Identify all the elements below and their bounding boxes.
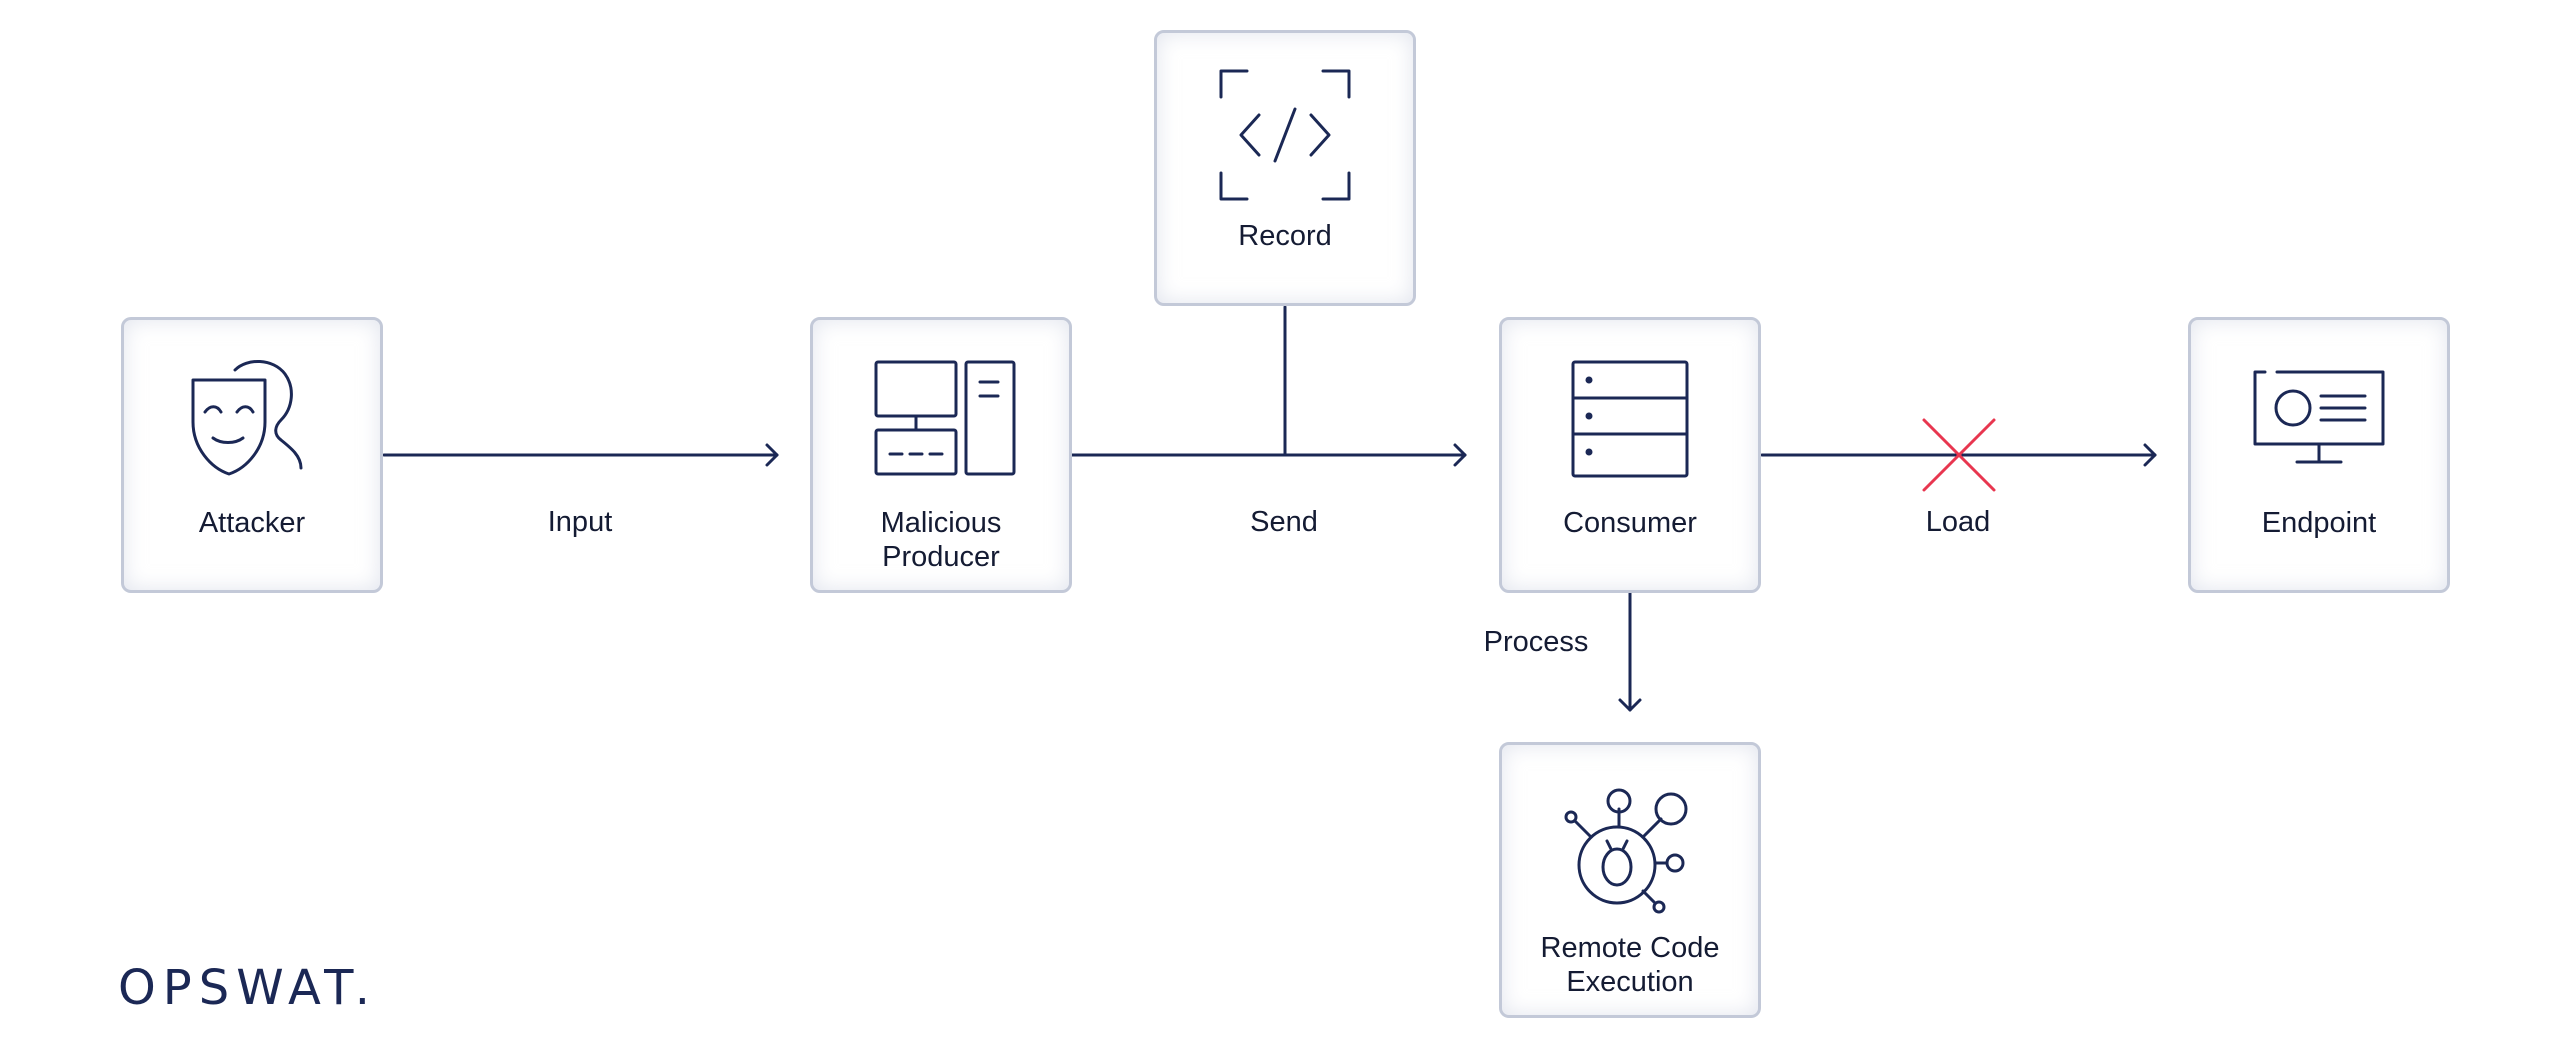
server-rack-icon: [1571, 360, 1689, 478]
attacker-mask-icon: [191, 360, 303, 476]
virus-bug-icon: [1564, 788, 1688, 914]
monitor-icon: [2253, 370, 2385, 464]
node-consumer-label: Consumer: [1563, 507, 1697, 539]
opswat-logo: OPSWAT.: [118, 960, 378, 1016]
node-endpoint-label: Endpoint: [2261, 507, 2377, 539]
node-record-label: Record: [1238, 220, 1332, 252]
node-malicious-producer: Malicious Producer: [810, 317, 1072, 593]
computer-tower-icon: [874, 360, 1016, 476]
edge-send-label: Send: [1250, 506, 1318, 538]
edge-process-label: Process: [1483, 626, 1589, 658]
node-remote-code-execution: Remote Code Execution: [1499, 742, 1761, 1018]
node-consumer: Consumer: [1499, 317, 1761, 593]
edge-input-arrowhead: [765, 443, 779, 467]
node-record: Record: [1154, 30, 1416, 306]
code-bracket-icon: [1219, 69, 1351, 201]
edge-send-arrowhead: [1453, 443, 1467, 467]
node-endpoint: Endpoint: [2188, 317, 2450, 593]
edge-load-label: Load: [1925, 506, 1991, 538]
blocked-x-icon: [1922, 418, 1996, 492]
node-remote-code-execution-label: Remote Code Execution: [1540, 932, 1720, 998]
node-attacker-label: Attacker: [198, 507, 306, 539]
edge-load-arrowhead: [2143, 443, 2157, 467]
node-attacker: Attacker: [121, 317, 383, 593]
node-malicious-producer-label: Malicious Producer: [880, 507, 1002, 573]
edge-process-arrowhead: [1618, 698, 1642, 712]
edge-input-label: Input: [547, 506, 613, 538]
